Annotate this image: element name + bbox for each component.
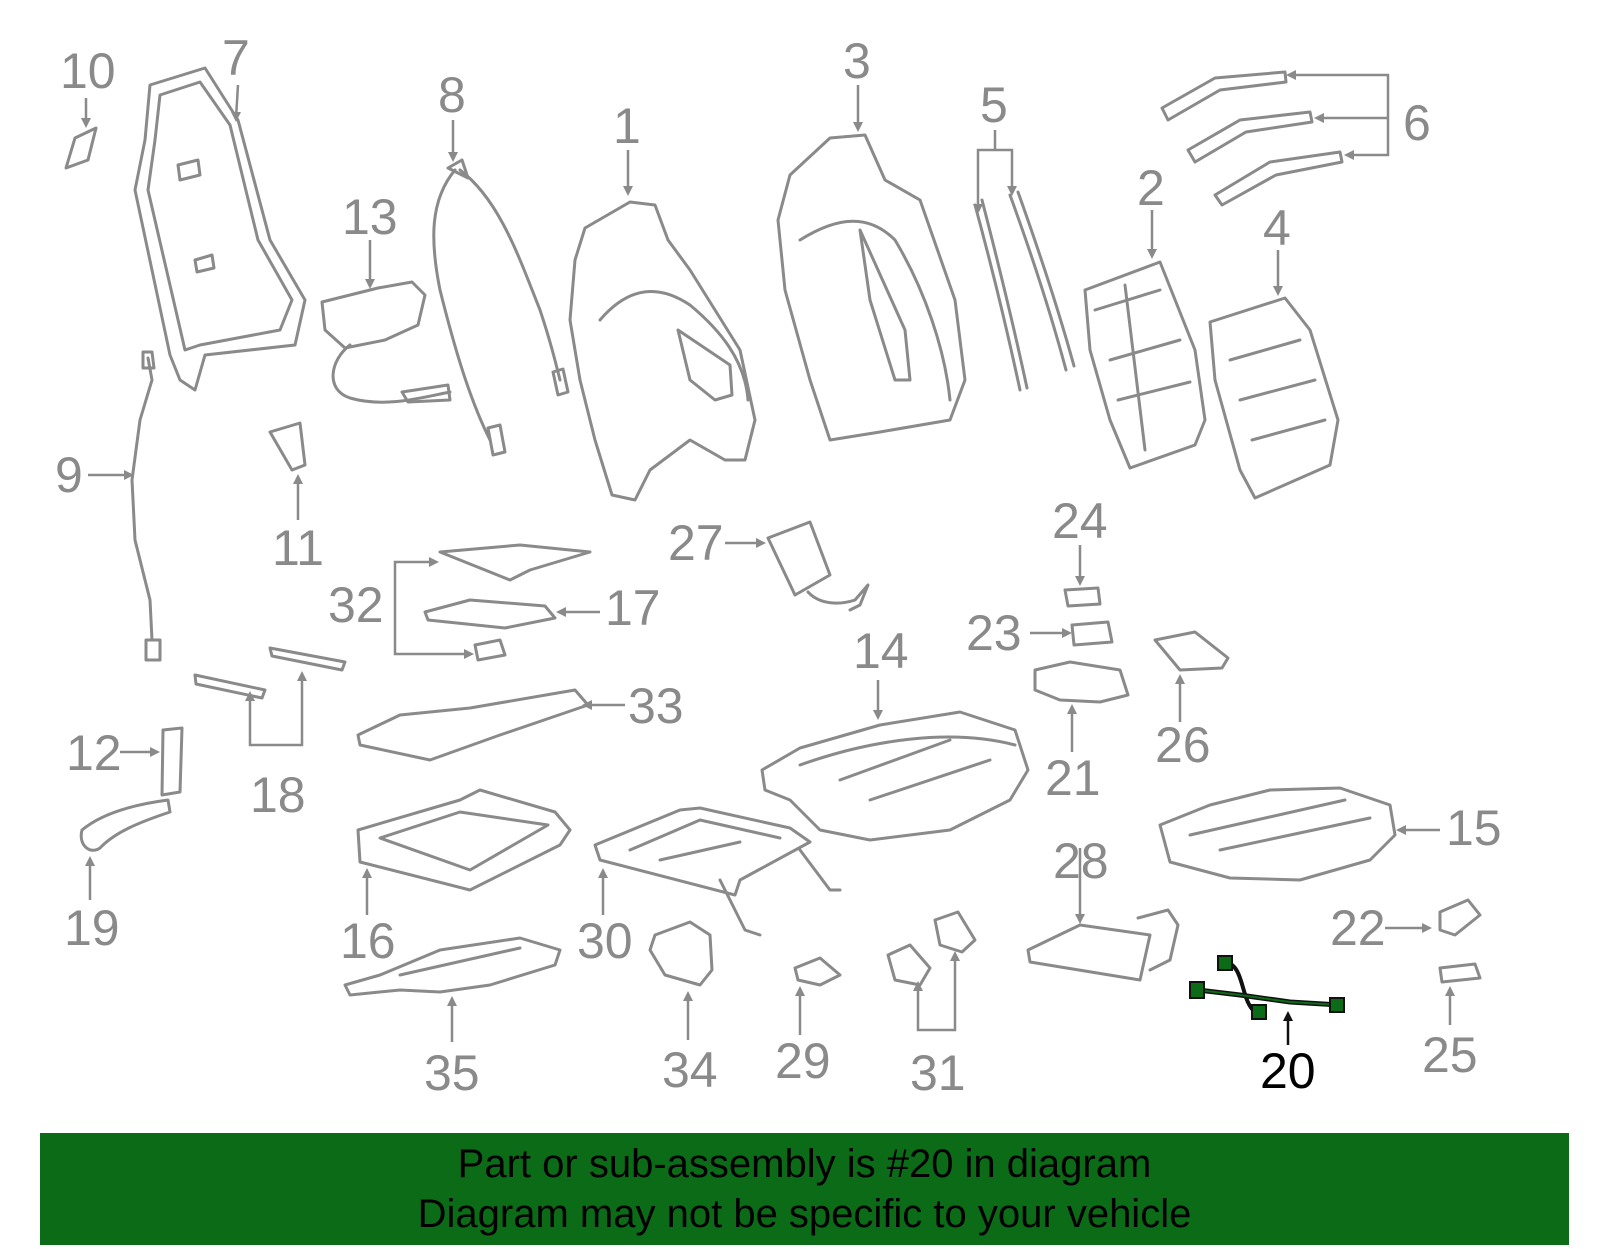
- leader-lines: [84, 73, 1452, 1045]
- callout-6: 6: [1403, 95, 1431, 151]
- part-14-cushion-cover: [760, 710, 1030, 842]
- part-10: [64, 126, 98, 170]
- callout-32: 32: [328, 577, 384, 633]
- callout-22: 22: [1330, 900, 1386, 956]
- callout-4: 4: [1263, 200, 1291, 256]
- callout-24: 24: [1052, 493, 1108, 549]
- part-31a: [886, 943, 932, 987]
- part-33-pad: [356, 688, 590, 762]
- part-30-seat-frame: [593, 806, 842, 937]
- callout-34: 34: [662, 1042, 718, 1098]
- callout-1: 1: [613, 98, 641, 154]
- part-16-pan: [356, 788, 572, 892]
- callout-8: 8: [438, 67, 466, 123]
- part-5-rails: [973, 190, 1076, 392]
- part-18b: [268, 646, 347, 672]
- callout-11: 11: [272, 520, 324, 576]
- part-4-pad: [1208, 296, 1340, 500]
- callout-33: 33: [628, 678, 684, 734]
- callout-5: 5: [980, 77, 1008, 133]
- callout-23: 23: [966, 605, 1022, 661]
- part-6-strips: [1160, 70, 1344, 207]
- part-info-banner: Part or sub-assembly is #20 in diagram D…: [40, 1133, 1569, 1245]
- callout-31: 31: [910, 1045, 966, 1101]
- part-15-cushion-pad: [1158, 786, 1397, 882]
- part-7-seatback-frame: [133, 66, 307, 392]
- banner-disclaimer-line: Diagram may not be specific to your vehi…: [417, 1192, 1192, 1236]
- part-9-cable: [130, 350, 162, 662]
- callout-25: 25: [1422, 1027, 1478, 1083]
- part-27-panel: [766, 520, 870, 612]
- callout-19: 19: [64, 900, 120, 956]
- arrowheads: [81, 70, 1455, 1021]
- part-34: [648, 920, 714, 987]
- part-1-seatback-cover: [568, 200, 757, 502]
- callout-9: 9: [55, 447, 83, 503]
- part-29: [793, 956, 842, 987]
- callout-35: 35: [424, 1045, 480, 1101]
- part-2-heater-pad: [1083, 260, 1207, 470]
- part-11: [268, 421, 307, 472]
- callout-7: 7: [222, 30, 250, 86]
- callout-30: 30: [577, 913, 633, 969]
- part-35-plate: [343, 936, 562, 997]
- seat-parts-diagram: 10 7 8 1 3 5 6 2 4 13 9 11 27 24 23 21 2…: [55, 30, 1502, 1101]
- part-13-module: [320, 280, 452, 404]
- callout-numbers: 10 7 8 1 3 5 6 2 4 13 9 11 27 24 23 21 2…: [55, 30, 1502, 1101]
- callout-29: 29: [775, 1033, 831, 1089]
- callout-26: 26: [1155, 717, 1211, 773]
- callout-3: 3: [843, 33, 871, 89]
- part-21: [1033, 660, 1130, 704]
- part-25: [1438, 962, 1482, 984]
- part-8-cable: [432, 158, 570, 457]
- part-12: [160, 726, 184, 797]
- part-32-pads: [423, 543, 592, 662]
- part-26: [1153, 630, 1230, 672]
- callout-18: 18: [250, 767, 306, 823]
- part-23: [1070, 620, 1114, 647]
- callout-10: 10: [60, 43, 116, 99]
- part-18a: [193, 673, 267, 700]
- callout-21: 21: [1045, 750, 1101, 806]
- callout-12: 12: [66, 725, 122, 781]
- callout-16: 16: [340, 913, 396, 969]
- callout-15: 15: [1446, 800, 1502, 856]
- part-20-wire-harness: [1189, 955, 1345, 1020]
- part-22: [1438, 898, 1482, 937]
- callout-17: 17: [605, 580, 661, 636]
- callout-20: 20: [1260, 1043, 1316, 1099]
- callout-13: 13: [342, 189, 398, 245]
- banner-part-line: Part or sub-assembly is #20 in diagram: [457, 1142, 1152, 1186]
- part-28-mat: [1026, 908, 1180, 982]
- callout-28: 28: [1053, 833, 1109, 889]
- part-19: [79, 798, 172, 852]
- callout-14: 14: [853, 623, 909, 679]
- part-24: [1063, 586, 1102, 608]
- callout-27: 27: [668, 515, 724, 571]
- part-31b: [933, 910, 977, 954]
- part-3-seatback-trim: [776, 133, 967, 442]
- callout-2: 2: [1137, 160, 1165, 216]
